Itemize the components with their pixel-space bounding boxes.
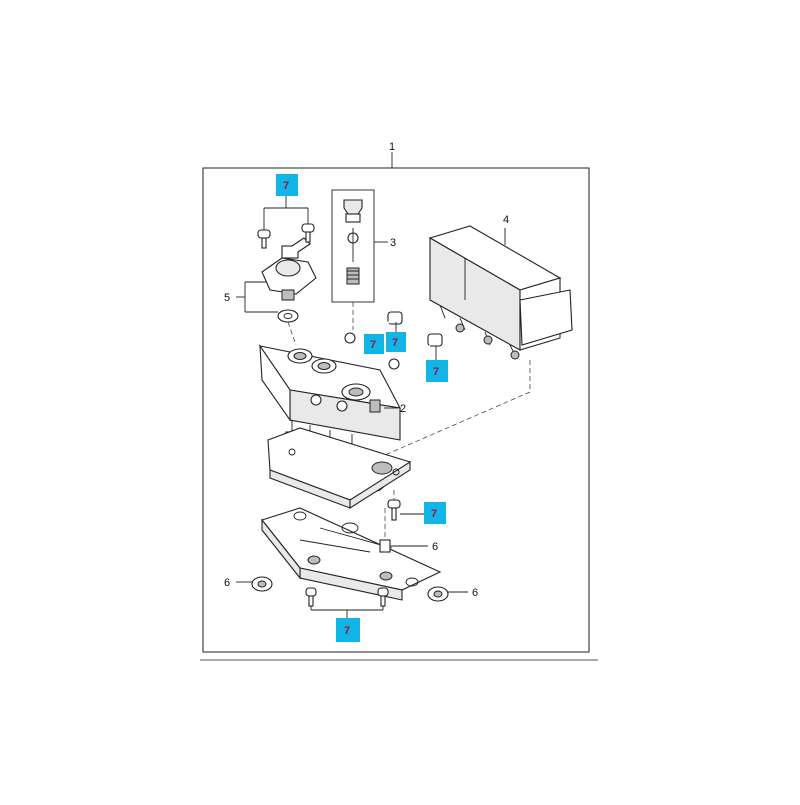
label-mount-right: 6 xyxy=(472,587,478,599)
bolt-b xyxy=(399,333,443,357)
valve-block xyxy=(258,344,402,475)
washer-b xyxy=(388,358,400,370)
label-mount-left: 6 xyxy=(224,577,230,589)
callout-bolt-a-text: 7 xyxy=(370,339,376,351)
callout-top-screws-text: 7 xyxy=(283,180,289,192)
label-control-unit: 4 xyxy=(503,214,509,226)
callout-bracket-bolt-text: 7 xyxy=(431,508,437,520)
callout-bolt-b xyxy=(386,332,406,352)
bracket-bolt xyxy=(387,499,401,521)
bolt-a xyxy=(355,311,403,333)
label-valve-kit: 3 xyxy=(390,237,396,249)
label-mount-bottom: 6 xyxy=(432,541,438,553)
callout-bolt-a xyxy=(364,334,384,354)
control-unit-guide-2 xyxy=(384,391,531,456)
grommet-left xyxy=(251,576,273,592)
washer-a xyxy=(344,332,356,344)
bottom-screws xyxy=(305,587,389,607)
label-sensor-assembly: 5 xyxy=(224,292,230,304)
sensor-guide xyxy=(287,321,297,346)
sensor-assembly xyxy=(261,237,317,323)
callout-bottom-screws-text: 7 xyxy=(344,625,350,637)
callout-top-screws xyxy=(276,174,298,196)
mounting-plate xyxy=(267,427,412,509)
callout-bottom-screws xyxy=(336,618,360,642)
control-unit xyxy=(428,225,573,360)
label-assembly: 1 xyxy=(389,141,395,153)
callout-bolt-c xyxy=(426,360,448,382)
diagram-frame xyxy=(202,167,590,653)
valve-kit-parts xyxy=(343,199,363,285)
label-valve-block: 2 xyxy=(400,403,406,415)
bottom-bracket xyxy=(261,507,442,601)
callout-bolt-c-text: 7 xyxy=(433,366,439,378)
callout-bolt-b-text: 7 xyxy=(392,337,398,349)
grommet-right xyxy=(427,586,449,602)
callout-bracket-bolt xyxy=(424,502,446,524)
